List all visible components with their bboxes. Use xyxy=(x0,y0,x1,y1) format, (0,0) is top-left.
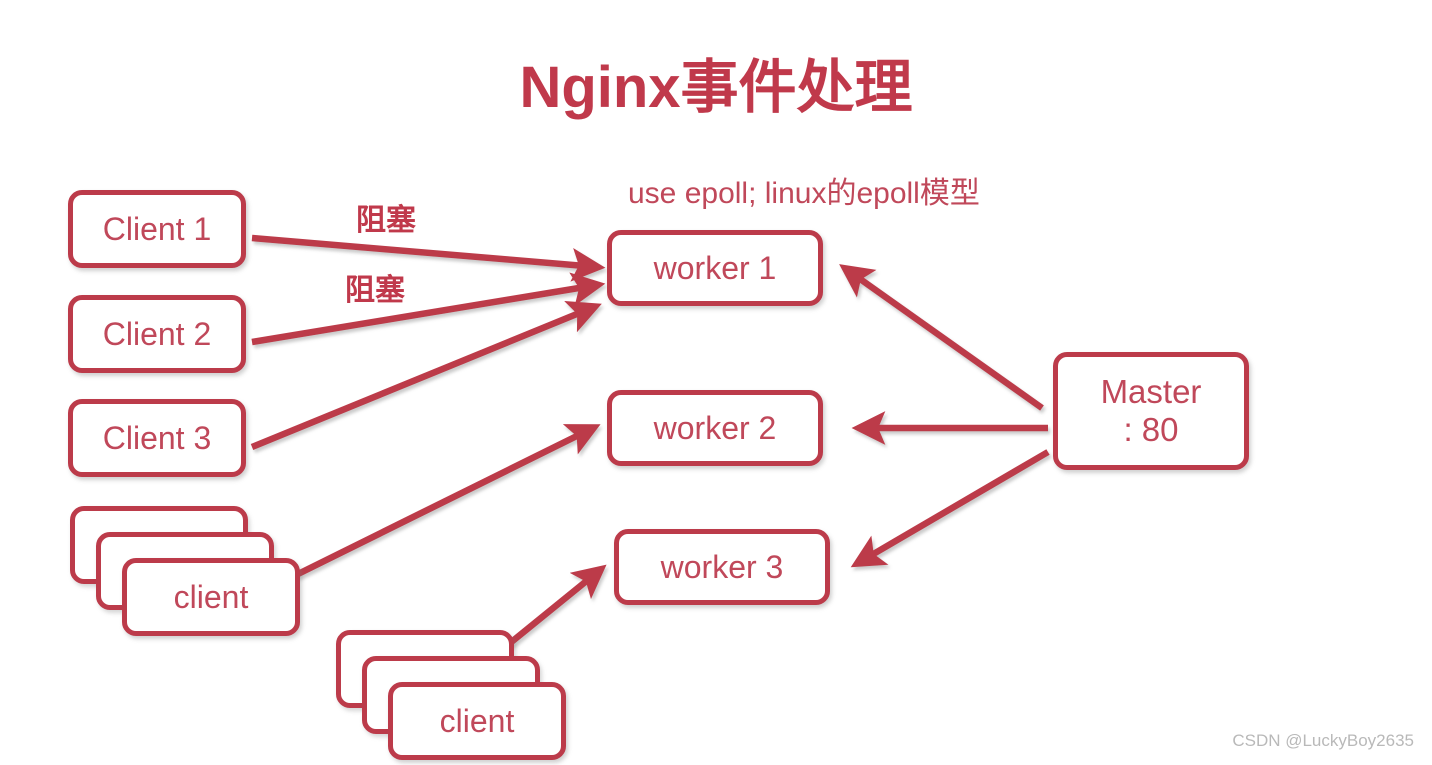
edge-client1-worker1 xyxy=(251,234,606,282)
edge-label-blocking-1: 阻塞 xyxy=(356,204,416,237)
node-worker-3[interactable]: worker 3 xyxy=(614,529,830,605)
edge-master-worker1 xyxy=(839,264,1044,411)
edge-client-stack-lower-worker3 xyxy=(501,564,607,651)
node-worker-2[interactable]: worker 2 xyxy=(607,390,823,466)
node-worker-1[interactable]: worker 1 xyxy=(607,230,823,306)
page-title: Nginx事件处理 xyxy=(519,55,913,120)
epoll-note: use epoll; linux的epoll模型 xyxy=(628,177,980,210)
edge-client2-worker1 xyxy=(251,272,606,346)
node-client-stack-upper-front[interactable]: client xyxy=(122,558,300,636)
edge-client-stack-upper-worker2 xyxy=(294,424,601,578)
edge-label-blocking-2: 阻塞 xyxy=(345,274,405,307)
master-port: : 80 xyxy=(1123,411,1179,448)
edge-client3-worker1 xyxy=(250,300,602,451)
node-client-2[interactable]: Client 2 xyxy=(68,295,246,373)
node-client-stack-lower-front[interactable]: client xyxy=(388,682,566,760)
edge-master-worker3 xyxy=(850,449,1050,568)
node-client-3[interactable]: Client 3 xyxy=(68,399,246,477)
watermark: CSDN @LuckyBoy2635 xyxy=(1232,731,1414,750)
master-name: Master xyxy=(1100,373,1202,411)
node-client-1[interactable]: Client 1 xyxy=(68,190,246,268)
node-master[interactable]: Master : 80 xyxy=(1053,352,1249,470)
